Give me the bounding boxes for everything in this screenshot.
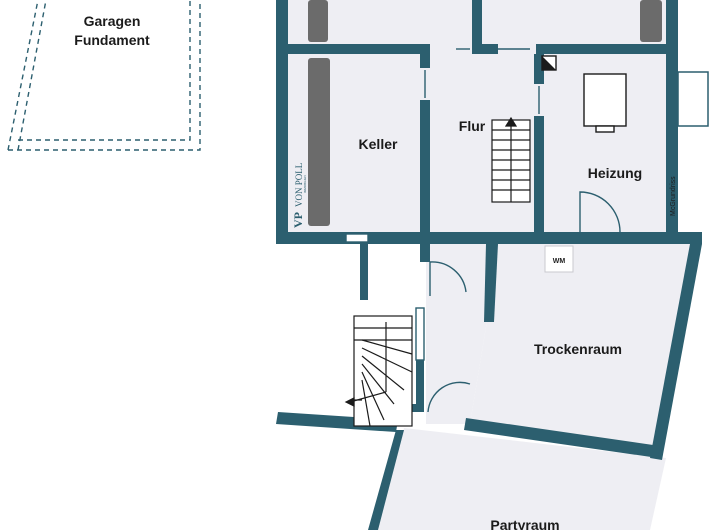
garage-label-line1: Garagen xyxy=(84,13,141,29)
heating-unit xyxy=(583,73,627,133)
radiators xyxy=(308,0,662,226)
washing-machine: WM xyxy=(544,245,574,273)
walls xyxy=(276,0,702,530)
logo-name: VON POLL xyxy=(294,163,304,207)
logo-sub: IMMOBILIEN xyxy=(303,175,307,193)
doors xyxy=(345,48,621,413)
watermark-label: McGrundriss xyxy=(670,176,677,216)
garage-foundation: Garagen Fundament xyxy=(7,0,201,151)
flur-stair xyxy=(491,116,531,203)
keller-label: Keller xyxy=(359,136,398,152)
vonpoll-logo: VP VON POLL IMMOBILIEN xyxy=(291,163,307,228)
garage-label-line2: Fundament xyxy=(74,32,150,48)
chimney xyxy=(541,55,557,71)
flur-label: Flur xyxy=(459,118,486,134)
wm-label: WM xyxy=(553,258,566,265)
logo-mark: VP xyxy=(291,212,305,228)
winding-stair xyxy=(344,315,413,427)
trockenraum-label: Trockenraum xyxy=(534,341,622,357)
partyraum-label: Partyraum xyxy=(490,517,559,530)
heizung-label: Heizung xyxy=(588,165,642,181)
